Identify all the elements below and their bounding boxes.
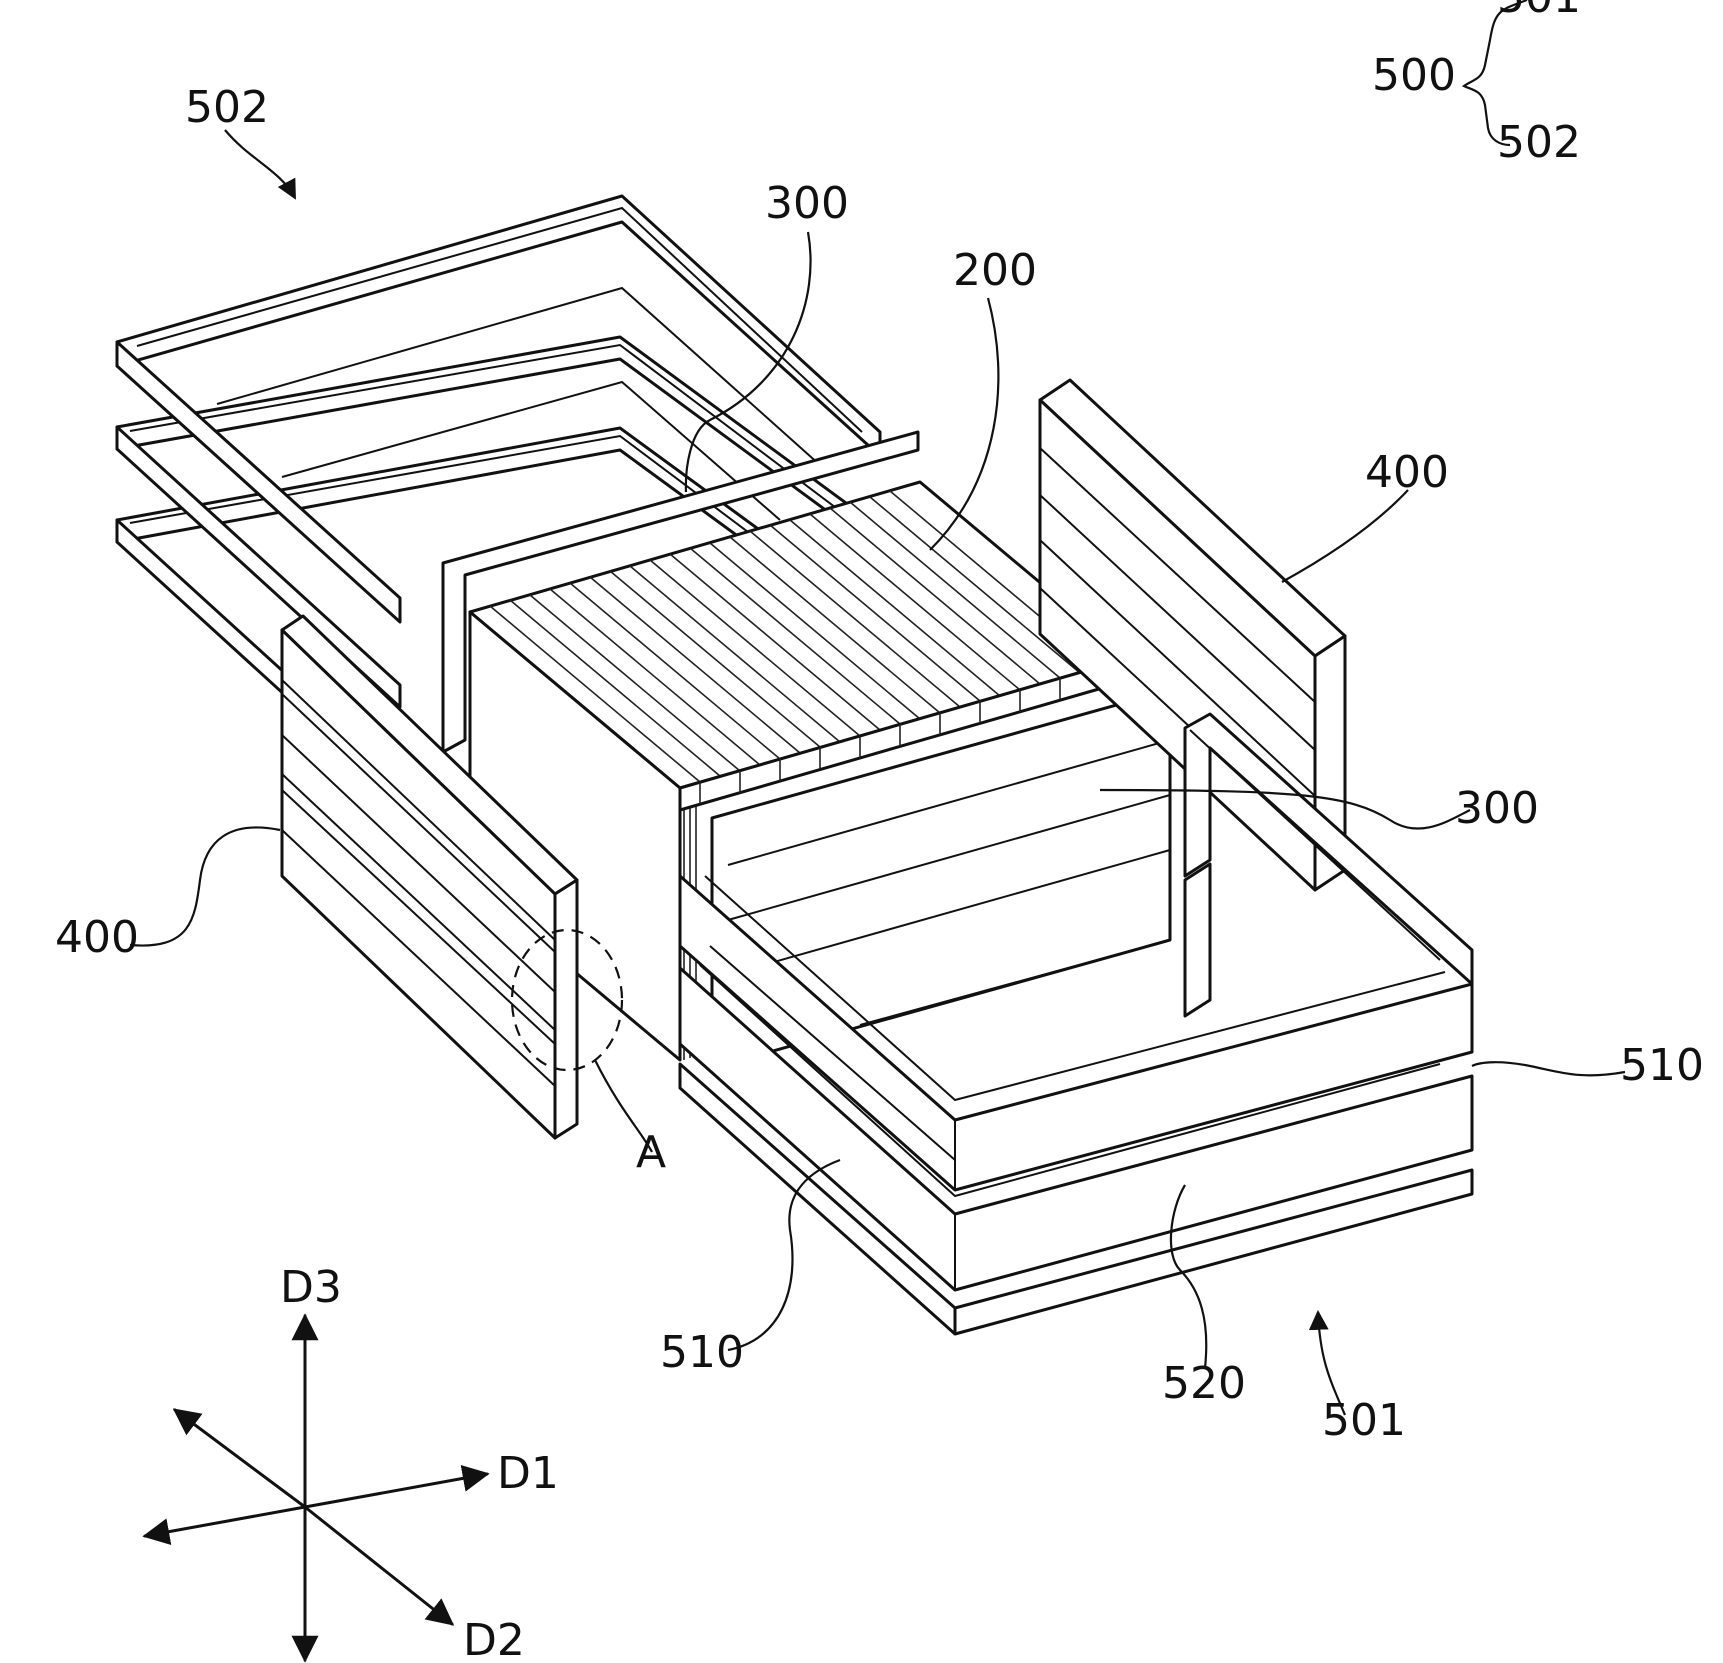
label-200: 200 (953, 245, 1037, 296)
label-300-front: 300 (1455, 783, 1539, 834)
label-400-left: 400 (55, 912, 139, 963)
label-520: 520 (1162, 1358, 1246, 1409)
d2-back-arrow (175, 1410, 305, 1507)
d1-arrow (305, 1474, 487, 1507)
label-501-lower-housing: 501 (1322, 1395, 1406, 1446)
d1-back-arrow (145, 1507, 305, 1536)
label-502-upper-housing: 502 (185, 82, 269, 133)
label-d3: D3 (280, 1262, 342, 1313)
label-501-bracket: 501 (1497, 0, 1581, 23)
label-d2: D2 (463, 1615, 525, 1663)
label-510-bottom: 510 (660, 1327, 744, 1378)
label-502-bracket: 502 (1497, 117, 1581, 168)
label-A: A (636, 1127, 666, 1178)
label-d1: D1 (497, 1448, 559, 1499)
label-500: 500 (1372, 50, 1456, 101)
label-510-right: 510 (1620, 1040, 1704, 1091)
label-300-rear: 300 (765, 178, 849, 229)
label-400-right: 400 (1365, 447, 1449, 498)
d2-arrow (305, 1507, 452, 1624)
axis-indicator (145, 1316, 487, 1660)
